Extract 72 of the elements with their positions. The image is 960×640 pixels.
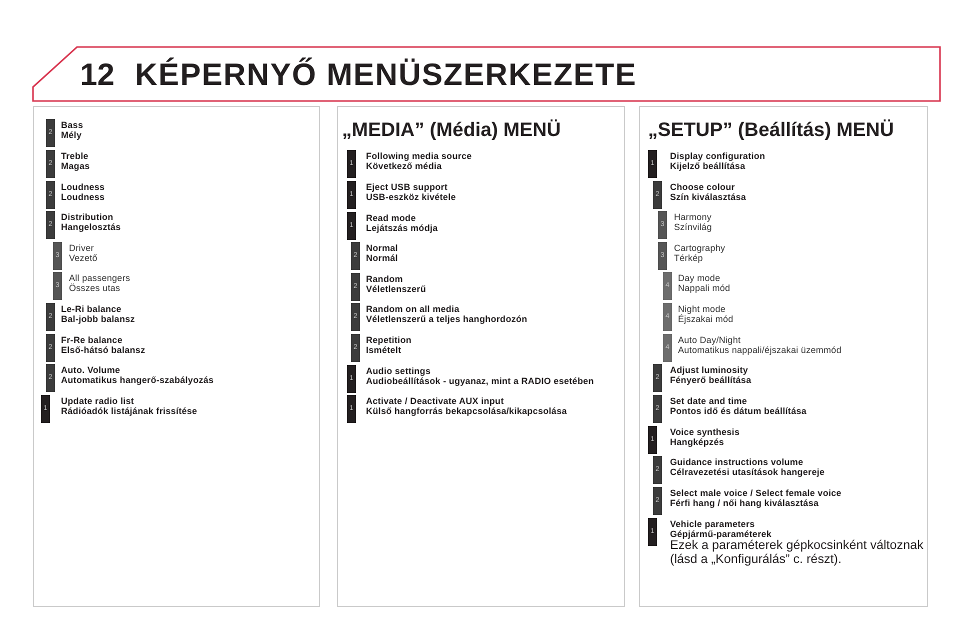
menu-item-translation: Fényerő beállítása (670, 375, 752, 385)
menu-item-label: Display configuration (670, 151, 766, 161)
menu-item-label: Activate / Deactivate AUX input (366, 396, 504, 406)
menu-item-label: Day mode (678, 273, 720, 283)
menu-item-translation: Első-hátsó balansz (61, 345, 146, 355)
menu-item-translation: Véletlenszerű (366, 284, 426, 294)
menu-item-translation: Hangképzés (670, 437, 724, 447)
note-text: Ezek a paraméterek gépkocsinként változnak (lásd a „Konfigurálás” c. részt). (670, 539, 924, 566)
menu-item-label: Normal (366, 243, 398, 253)
menu-item-label: Audio settings (366, 366, 431, 376)
menu-item-translation: Kijelző beállítása (670, 161, 746, 171)
menu-item-label: Auto. Volume (61, 365, 120, 375)
menu-item-label: Le-Ri balance (61, 304, 122, 314)
menu-item-label: Bass (61, 120, 84, 130)
menu-item-label: Select male voice / Select female voice (670, 488, 842, 498)
menu-item-translation: Nappali mód (678, 283, 730, 293)
menu-item-translation: Férfi hang / női hang kiválasztása (670, 498, 819, 508)
menu-item-translation: USB-eszköz kivétele (366, 192, 456, 202)
menu-item-label: Random (366, 274, 403, 284)
menu-item-label: Following media source (366, 151, 472, 161)
menu-item-label: Eject USB support (366, 182, 448, 192)
menu-item-translation: Összes utas (69, 283, 120, 293)
menu-item-translation: Rádióadók listájának frissítése (61, 406, 198, 416)
menu-item-label: Night mode (678, 304, 726, 314)
menu-item-label: Distribution (61, 212, 114, 222)
menu-item-translation: Gépjármű-paraméterek (670, 529, 772, 539)
menu-item-translation: Automatikus nappali/éjszakai üzemmód (678, 345, 842, 355)
menu-item-label: Driver (69, 243, 94, 253)
menu-item-label: All passengers (69, 273, 130, 283)
menu-item-translation: Ismételt (366, 345, 402, 355)
menu-item-label: Fr-Re balance (61, 335, 122, 345)
menu-item-translation: Térkép (674, 253, 703, 263)
menu-item-translation: Bal-jobb balansz (61, 314, 135, 324)
menu-item-label: Vehicle parameters (670, 519, 755, 529)
menu-item-translation: Szín kiválasztása (670, 192, 746, 202)
menu-item-label: Guidance instructions volume (670, 457, 804, 467)
menu-item-label: Adjust luminosity (670, 365, 748, 375)
menu-item-label: Read mode (366, 213, 416, 223)
menu-item-translation: Hangelosztás (61, 222, 121, 232)
menu-item-translation: Éjszakai mód (678, 314, 734, 324)
menu-panel (639, 106, 928, 607)
menu-item-translation: Külső hangforrás bekapcsolása/kikapcsolása (366, 406, 567, 416)
menu-item-translation: Automatikus hangerő-szabályozás (61, 375, 214, 385)
menu-item-translation: Színvilág (674, 222, 712, 232)
menu-item-label: Treble (61, 151, 88, 161)
menu-panel (33, 106, 320, 607)
panel-heading: „SETUP” (Beállítás) MENÜ (648, 118, 894, 142)
panel-heading: „MEDIA” (Média) MENÜ (342, 118, 561, 142)
menu-item-label: Auto Day/Night (678, 335, 741, 345)
menu-item-label: Harmony (674, 212, 712, 222)
menu-item-label: Random on all media (366, 304, 460, 314)
page-title: KÉPERNYŐ MENÜSZERKEZETE (135, 57, 637, 93)
menu-item-translation: Audiobeállítások - ugyanaz, mint a RADIO esetében (366, 376, 594, 386)
menu-item-translation: Normál (366, 253, 398, 263)
menu-item-translation: Lejátszás módja (366, 223, 438, 233)
menu-item-translation: Véletlenszerű a teljes hanghordozón (366, 314, 528, 324)
menu-item-translation: Vezető (69, 253, 98, 263)
menu-item-translation: Pontos idő és dátum beállítása (670, 406, 807, 416)
menu-item-translation: Magas (61, 161, 90, 171)
menu-panel (337, 106, 625, 607)
menu-item-translation: Célravezetési utasítások hangereje (670, 467, 825, 477)
menu-item-label: Cartography (674, 243, 726, 253)
menu-item-label: Voice synthesis (670, 427, 740, 437)
menu-item-label: Update radio list (61, 396, 134, 406)
menu-item-label: Set date and time (670, 396, 748, 406)
menu-item-label: Loudness (61, 182, 105, 192)
menu-item-label: Repetition (366, 335, 412, 345)
menu-item-translation: Következő média (366, 161, 442, 171)
menu-item-label: Choose colour (670, 182, 735, 192)
menu-item-translation: Mély (61, 130, 82, 140)
page-number: 12 (80, 57, 114, 93)
menu-item-translation: Loudness (61, 192, 105, 202)
